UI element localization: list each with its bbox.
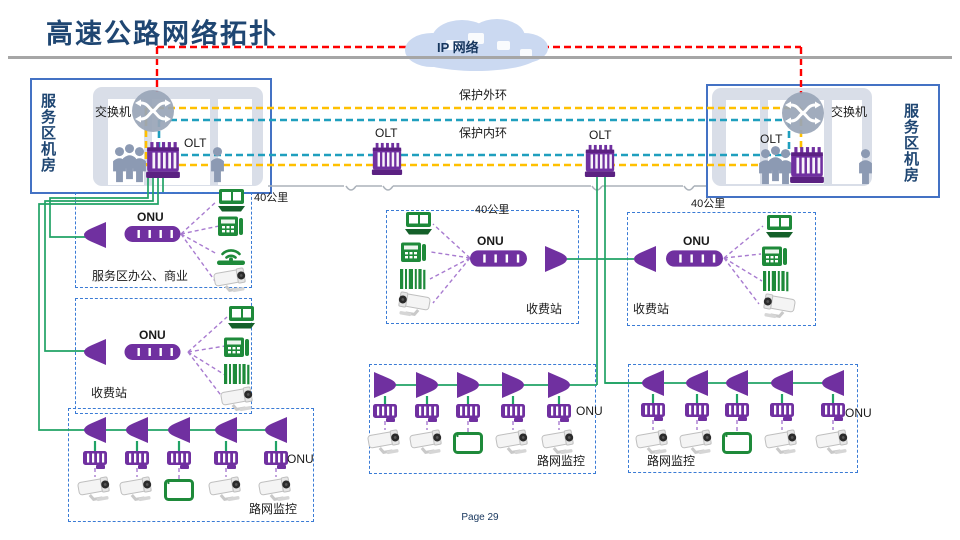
- splitter-icon: [457, 372, 479, 398]
- camera-icon: [540, 428, 578, 459]
- group-box-service-area-office: [75, 192, 252, 288]
- splitter-icon: [726, 370, 748, 396]
- group-box-monitor-left: [68, 408, 314, 522]
- splitter-icon: [84, 339, 106, 365]
- group-box-toll-right: [627, 212, 816, 326]
- splitter-icon: [642, 370, 664, 396]
- onu-icon: [83, 451, 107, 469]
- group-box-monitor-mid: [369, 364, 596, 474]
- camera-icon: [678, 428, 716, 459]
- olt-icon-left-room: [146, 142, 180, 178]
- group-box-toll-left: [75, 298, 252, 414]
- fax-phone-icon: [401, 242, 427, 263]
- camera-icon: [118, 475, 156, 506]
- splitter-icon: [416, 372, 438, 398]
- room-box-left: [30, 78, 272, 194]
- camera-icon: [207, 475, 245, 506]
- camera-icon: [494, 428, 532, 459]
- camera-icon: [394, 290, 432, 321]
- lane-gate-icon: [224, 364, 250, 385]
- fax-phone-icon: [224, 337, 250, 358]
- monitor-icon: [164, 479, 194, 501]
- splitter-icon: [771, 370, 793, 396]
- switch-icon-right: [781, 91, 825, 135]
- camera-icon: [763, 428, 801, 459]
- camera-icon: [634, 428, 672, 459]
- group-box-monitor-right: [628, 364, 858, 473]
- monitor-icon: [453, 432, 483, 454]
- onu-icon: [641, 403, 665, 421]
- onu-icon: [125, 451, 149, 469]
- onu-icon: [770, 403, 794, 421]
- camera-icon: [366, 428, 404, 459]
- splitter-icon: [822, 370, 844, 396]
- lane-gate-icon: [400, 269, 426, 290]
- trunk-span-line: [268, 185, 706, 191]
- onu-icon: [124, 226, 181, 242]
- onu-icon: [373, 404, 397, 422]
- desktop-icon: [228, 306, 255, 329]
- onu-icon: [415, 404, 439, 422]
- fiber-feed-lines-left: [38, 178, 281, 431]
- splitter-icon: [84, 222, 106, 248]
- onu-icon: [501, 404, 525, 422]
- onu-icon: [124, 344, 181, 360]
- olt-icon-right-room: [790, 147, 824, 183]
- camera-icon: [814, 428, 852, 459]
- onu-drop-lines: [94, 200, 834, 479]
- camera-icon: [408, 428, 446, 459]
- splitter-icon: [374, 372, 396, 398]
- lane-gate-icon: [763, 271, 789, 292]
- onu-icon: [214, 451, 238, 469]
- desktop-icon: [405, 212, 432, 235]
- wifi-ap-icon: [216, 249, 246, 265]
- splitter-icon: [168, 417, 190, 443]
- onu-icon: [725, 403, 749, 421]
- olt-icon-trunk-1: [371, 142, 403, 176]
- splitter-icon: [215, 417, 237, 443]
- onu-icon: [470, 250, 527, 267]
- camera-icon: [257, 475, 295, 506]
- onu-icon: [685, 403, 709, 421]
- splitter-icon: [545, 246, 567, 272]
- onu-icon: [456, 404, 480, 422]
- camera-icon: [759, 292, 797, 323]
- onu-icon: [547, 404, 571, 422]
- splitter-icon: [502, 372, 524, 398]
- onu-icon: [264, 451, 288, 469]
- splitter-icon: [84, 417, 106, 443]
- switch-icon-left: [131, 89, 175, 133]
- camera-icon: [219, 385, 257, 416]
- onu-icon: [666, 250, 723, 267]
- desktop-icon: [766, 215, 793, 238]
- desktop-icon: [218, 189, 245, 212]
- splitter-icon: [126, 417, 148, 443]
- internet-cloud-icon: [405, 19, 548, 71]
- fax-phone-icon: [762, 246, 788, 267]
- splitter-icon: [634, 246, 656, 272]
- olt-icon-trunk-2: [584, 144, 616, 178]
- splitter-icon: [548, 372, 570, 398]
- group-box-toll-mid: [386, 210, 579, 324]
- camera-icon: [76, 475, 114, 506]
- camera-icon: [212, 266, 250, 297]
- splitter-icon: [265, 417, 287, 443]
- onu-icon: [167, 451, 191, 469]
- splitter-onu-links: [93, 394, 835, 452]
- splitter-icon: [686, 370, 708, 396]
- onu-icon: [821, 403, 845, 421]
- fax-phone-icon: [218, 216, 244, 237]
- room-box-right: [706, 84, 940, 198]
- monitor-icon: [722, 432, 752, 454]
